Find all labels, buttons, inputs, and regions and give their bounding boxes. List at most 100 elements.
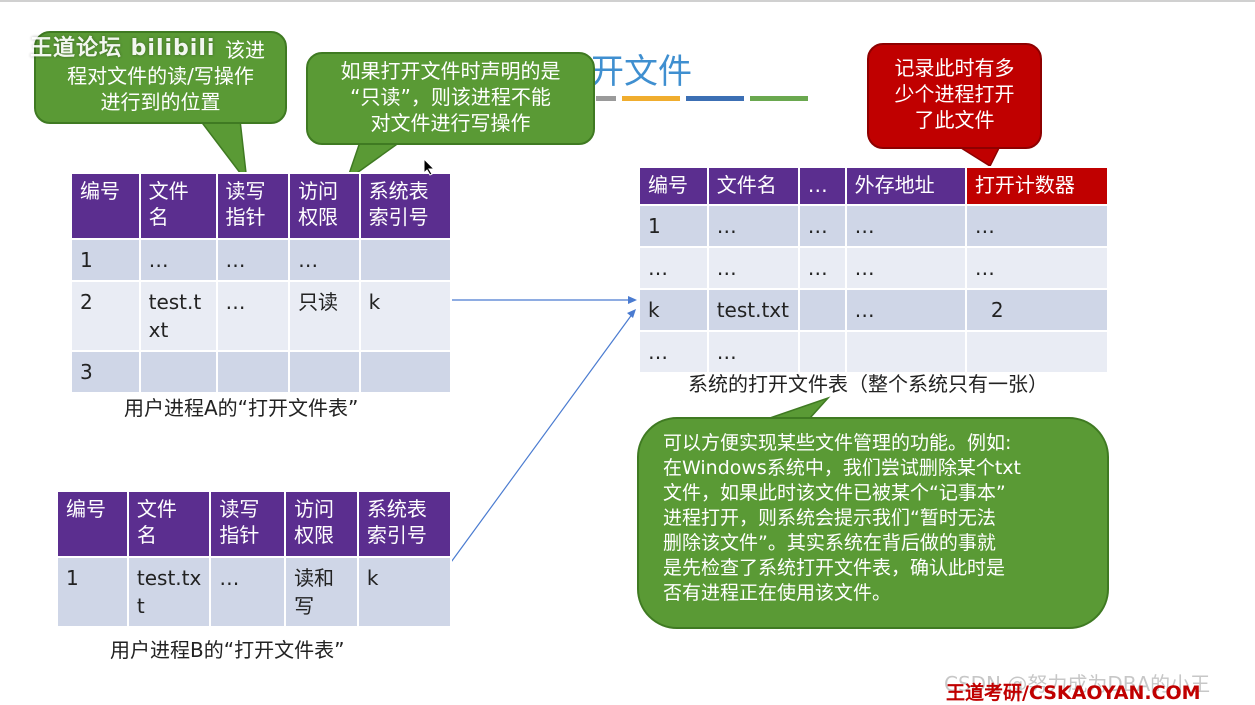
table-cell: … <box>706 330 800 374</box>
title-underline-2 <box>622 96 680 101</box>
table-cell <box>964 330 1110 374</box>
table-cell: … <box>964 246 1110 290</box>
note-line: 可以方便实现某些文件管理的功能。例如: <box>663 432 1012 454</box>
table-row: 1 test.tx t … 读和 写 k <box>56 556 453 628</box>
table-cell: k <box>638 288 709 332</box>
arrow-head-a <box>628 296 637 304</box>
table-header-cell: 编号 <box>638 166 709 206</box>
counter-note: 记录此时有多 少个进程打开 了此文件 <box>867 43 1042 149</box>
table-row: 1 … … … <box>70 238 453 282</box>
process-a-open-file-table: 编号 文件名 读写指针 访问权限 系统表索引号 1 … … … 2 test.t… <box>70 172 453 394</box>
table-cell: 读和 写 <box>284 556 359 628</box>
table-cell: … <box>215 280 291 352</box>
table-cell: … <box>288 238 361 282</box>
table-header-cell: 外存地址 <box>844 166 967 206</box>
table-cell <box>358 238 453 282</box>
note-line: 了此文件 <box>914 108 995 132</box>
arrow-head-b <box>627 309 636 318</box>
table-cell: … <box>797 246 847 290</box>
table-cell: … <box>215 238 291 282</box>
table-row: k test.txt … 2 <box>638 288 1110 332</box>
open-counter-header: 打开计数器 <box>964 166 1110 206</box>
table-header-cell: 读写指针 <box>215 172 291 240</box>
system-open-file-table: 编号 文件名 … 外存地址 打开计数器 1 … … … … … … … … … … <box>638 166 1110 374</box>
table-header-cell: … <box>797 166 847 206</box>
pointer-tail-3 <box>955 145 1002 168</box>
slide-title: 开文件 <box>590 52 692 92</box>
watermark-logo: 王道论坛 bilibili <box>30 36 216 61</box>
table-cell: 2 <box>70 280 141 352</box>
table-cell: … <box>706 204 800 248</box>
table-header-cell: 文件名 <box>126 490 212 558</box>
table-cell: 只读 <box>288 280 361 352</box>
table-cell: … <box>638 246 709 290</box>
table-cell <box>288 350 361 394</box>
footer-logo: 王道考研/CSKAOYAN.COM <box>946 682 1201 704</box>
table-cell: k <box>358 280 453 352</box>
top-border <box>0 0 1255 2</box>
table-cell: 1 <box>70 238 141 282</box>
csdn-watermark: CSDN @努力成为DBA的小王 <box>944 672 1211 696</box>
table-header-cell: 文件名 <box>138 172 218 240</box>
table-header-cell: 编号 <box>70 172 141 240</box>
table-header-cell: 系统表索引号 <box>358 172 453 240</box>
table-cell <box>844 330 967 374</box>
rw-pointer-note: 该进 程对文件的读/写操作 进行到的位置 <box>34 31 287 124</box>
table-row: 2 test.t xt … 只读 k <box>70 280 453 352</box>
process-b-open-file-table: 编号 文件名 读写指针 访问权限 系统表索引号 1 test.tx t … 读和… <box>56 490 453 628</box>
table-cell: test.txt <box>706 288 800 332</box>
table-cell: … <box>844 204 967 248</box>
table-cell: test.t xt <box>138 280 218 352</box>
process-b-caption: 用户进程B的“打开文件表” <box>110 638 345 662</box>
process-a-caption: 用户进程A的“打开文件表” <box>124 396 359 420</box>
table-cell: … <box>797 204 847 248</box>
table-cell: test.tx t <box>126 556 212 628</box>
table-cell <box>138 350 218 394</box>
arrow-b-to-system <box>437 312 634 581</box>
table-cell: … <box>706 246 800 290</box>
mouse-cursor-icon <box>423 157 436 180</box>
table-cell <box>797 330 847 374</box>
table-cell: … <box>964 204 1110 248</box>
table-header-cell: 访问权限 <box>284 490 359 558</box>
note-line: 是先检查了系统打开文件表，确认此时是 <box>663 557 1006 579</box>
table-cell <box>215 350 291 394</box>
table-header-cell: 读写指针 <box>209 490 287 558</box>
table-cell: k <box>356 556 453 628</box>
table-header-cell: 访问权限 <box>288 172 361 240</box>
note-line: 少个进程打开 <box>894 82 1015 106</box>
example-note: 可以方便实现某些文件管理的功能。例如: 在Windows系统中，我们尝试删除某个… <box>637 417 1109 629</box>
table-cell: … <box>844 246 967 290</box>
title-underline-1 <box>596 96 616 101</box>
table-cell <box>358 350 453 394</box>
table-row: … … <box>638 330 1110 374</box>
note-line: 如果打开文件时声明的是 <box>340 59 561 83</box>
table-cell: … <box>844 288 967 332</box>
note-line: 程对文件的读/写操作 <box>67 64 254 88</box>
table-cell: … <box>638 330 709 374</box>
table-row: 1 … … … … <box>638 204 1110 248</box>
table-cell: … <box>138 238 218 282</box>
note-line: 对文件进行写操作 <box>370 111 531 135</box>
note-line: 在Windows系统中，我们尝试删除某个txt <box>663 457 1021 479</box>
note-line: 删除该文件”。其实系统在背后做的事就 <box>663 532 996 554</box>
table-cell: … <box>209 556 287 628</box>
table-cell: 2 <box>964 288 1110 332</box>
table-cell: 1 <box>638 204 709 248</box>
title-underline-3 <box>686 96 744 101</box>
pointer-tail-4 <box>769 396 831 419</box>
note-line: 进行到的位置 <box>100 90 221 114</box>
table-header-cell: 编号 <box>56 490 129 558</box>
note-line: 该进 <box>225 38 265 62</box>
readonly-note: 如果打开文件时声明的是 “只读”，则该进程不能 对文件进行写操作 <box>306 52 595 145</box>
table-row: … … … … … <box>638 246 1110 290</box>
note-line: 记录此时有多 <box>894 56 1015 80</box>
note-line: 进程打开，则系统会提示我们“暂时无法 <box>663 507 996 529</box>
note-line: 文件，如果此时该文件已被某个“记事本” <box>663 482 1006 504</box>
table-header-cell: 系统表索引号 <box>356 490 453 558</box>
title-underline-4 <box>750 96 808 101</box>
note-line: “只读”，则该进程不能 <box>350 85 551 109</box>
table-cell: 3 <box>70 350 141 394</box>
system-table-caption: 系统的打开文件表（整个系统只有一张） <box>688 372 1048 396</box>
